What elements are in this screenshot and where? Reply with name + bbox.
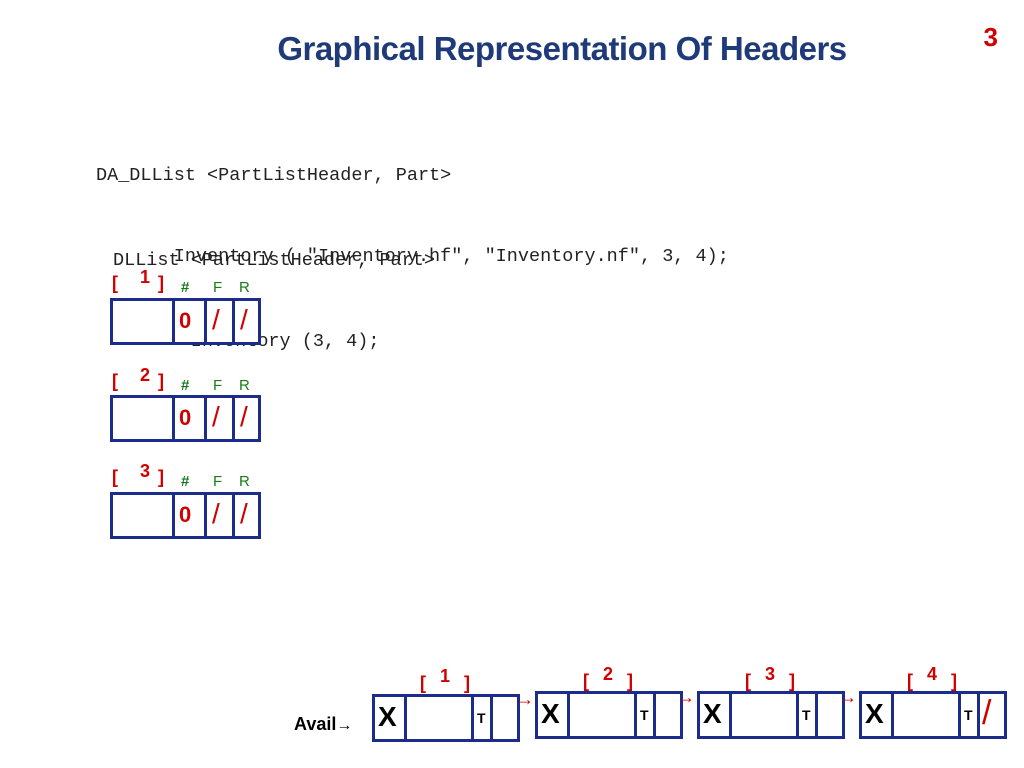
front-null-slash: / [212, 498, 220, 529]
count-field-label: # [181, 279, 190, 296]
node-cell [567, 694, 570, 736]
code-block-dllist: DLList <PartListHeader, Part> Inventory … [113, 193, 435, 382]
node-box: X T [697, 691, 845, 739]
avail-node-4: [ 4 ] X T / [859, 664, 1009, 744]
node-box: X T [535, 691, 683, 739]
next-arrow-icon: → [677, 687, 695, 707]
node-cell [891, 694, 894, 736]
header-index: 1 [140, 267, 151, 287]
node-cell [977, 694, 980, 736]
node-cell [958, 694, 961, 736]
rear-cell [232, 301, 235, 342]
count-cell [172, 301, 175, 342]
code-line: DA_DLList <PartListHeader, Part> [96, 165, 452, 186]
deleted-mark: X [378, 701, 397, 732]
node-open-bracket: [ [907, 671, 913, 691]
node-box: X T [372, 694, 520, 742]
avail-node-1: [ 1 ] X T [372, 664, 522, 744]
node-open-bracket: [ [745, 671, 751, 691]
front-cell [204, 301, 207, 342]
header-close-bracket: ] [158, 467, 164, 487]
avail-node-2: [ 2 ] X T [535, 664, 685, 744]
code-line: DLList <PartListHeader, Part> [113, 250, 435, 271]
header-index: 3 [140, 461, 151, 481]
avail-label: Avail→ [294, 714, 352, 735]
count-cell [172, 398, 175, 439]
rear-cell [232, 495, 235, 536]
avail-arrow-icon: → [336, 717, 353, 734]
next-arrow-icon: → [516, 689, 534, 709]
node-close-bracket: ] [789, 671, 795, 691]
node-cell [634, 694, 637, 736]
rear-cell [232, 398, 235, 439]
header-box: 0 / / [110, 492, 261, 539]
count-value: 0 [179, 502, 192, 527]
node-cell [653, 694, 656, 736]
tag-mark: T [964, 707, 973, 723]
header-open-bracket: [ [112, 273, 118, 293]
node-index: 4 [927, 664, 938, 684]
front-cell [204, 495, 207, 536]
front-null-slash: / [212, 401, 220, 432]
count-value: 0 [179, 308, 192, 333]
front-null-slash: / [212, 304, 220, 335]
deleted-mark: X [541, 698, 560, 729]
node-cell [490, 697, 493, 739]
count-cell [172, 495, 175, 536]
node-cell [471, 697, 474, 739]
header-close-bracket: ] [158, 273, 164, 293]
header-record-2: [ 2 ] # F R 0 / / [110, 364, 270, 444]
node-cell [796, 694, 799, 736]
node-close-bracket: ] [464, 673, 470, 693]
header-open-bracket: [ [112, 467, 118, 487]
header-box: 0 / / [110, 298, 261, 345]
tag-mark: T [640, 707, 649, 723]
header-open-bracket: [ [112, 371, 118, 391]
node-box: X T / [859, 691, 1007, 739]
node-cell [729, 694, 732, 736]
header-close-bracket: ] [158, 371, 164, 391]
count-field-label: # [181, 473, 190, 490]
avail-label-text: Avail [294, 714, 337, 734]
count-value: 0 [179, 405, 192, 430]
node-close-bracket: ] [951, 671, 957, 691]
deleted-mark: X [865, 698, 884, 729]
avail-node-3: [ 3 ] X T [697, 664, 847, 744]
rear-field-label: R [239, 377, 250, 394]
node-cell [404, 697, 407, 739]
rear-field-label: R [239, 279, 250, 296]
slide-title: Graphical Representation Of Headers [277, 30, 847, 67]
node-close-bracket: ] [627, 671, 633, 691]
node-index: 2 [603, 664, 614, 684]
rear-null-slash: / [240, 401, 248, 432]
node-cell [815, 694, 818, 736]
node-index: 1 [440, 666, 451, 686]
front-field-label: F [213, 473, 223, 490]
tag-mark: T [477, 710, 486, 726]
header-record-3: [ 3 ] # F R 0 / / [110, 460, 270, 540]
node-open-bracket: [ [420, 673, 426, 693]
header-record-1: [ 1 ] # F R 0 / / [110, 266, 270, 346]
count-field-label: # [181, 377, 190, 394]
node-open-bracket: [ [583, 671, 589, 691]
tag-mark: T [802, 707, 811, 723]
front-field-label: F [213, 279, 223, 296]
next-arrow-icon: → [839, 687, 857, 707]
rear-null-slash: / [240, 304, 248, 335]
front-cell [204, 398, 207, 439]
header-box: 0 / / [110, 395, 261, 442]
deleted-mark: X [703, 698, 722, 729]
code-block-da-dllist: DA_DLList <PartListHeader, Part> Invento… [96, 108, 729, 297]
end-null-slash: / [982, 694, 992, 732]
slide-number: 3 [983, 22, 998, 52]
front-field-label: F [213, 377, 223, 394]
rear-field-label: R [239, 473, 250, 490]
node-index: 3 [765, 664, 776, 684]
rear-null-slash: / [240, 498, 248, 529]
code-line: Inventory ( "Inventory.hf", "Inventory.n… [96, 246, 729, 267]
header-index: 2 [140, 365, 151, 385]
